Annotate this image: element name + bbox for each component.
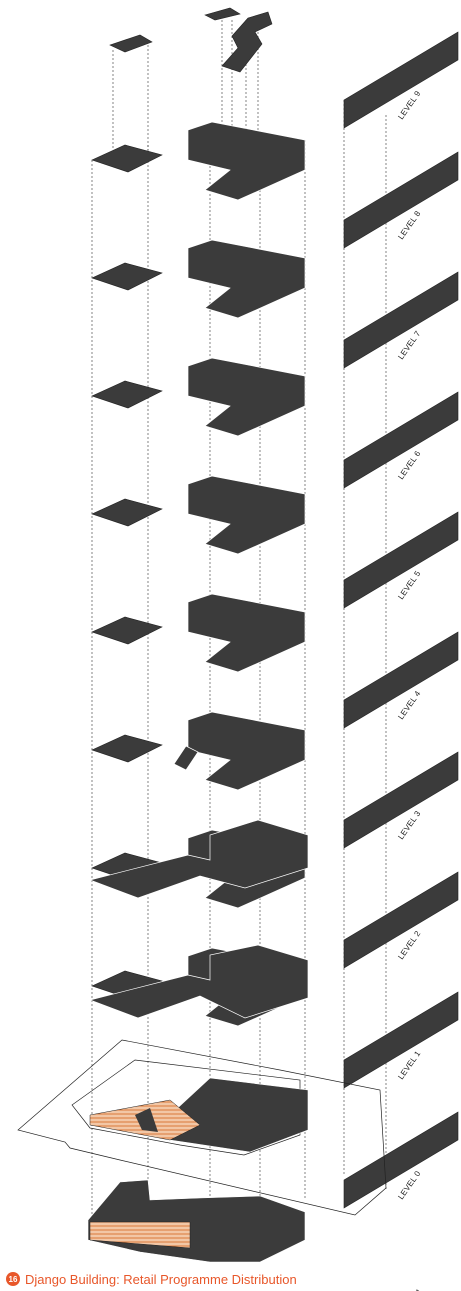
l-floor-plate [188, 122, 305, 200]
ground-floor [18, 1040, 386, 1215]
core-slab [92, 381, 162, 408]
core-slab [92, 263, 162, 290]
core-slab [92, 145, 162, 172]
l-floor-plate [188, 358, 305, 436]
figure-number-badge: 16 [6, 1272, 20, 1286]
core-slab [92, 499, 162, 526]
l-shaped-floor-plates [174, 122, 305, 1026]
level-plates [344, 32, 458, 1208]
roof-elements [110, 8, 272, 72]
core-slab [92, 617, 162, 644]
l-floor-plate [188, 594, 305, 672]
figure-caption: 16 Django Building: Retail Programme Dis… [6, 1270, 406, 1288]
figure-caption-text: Django Building: Retail Programme Distri… [25, 1272, 297, 1287]
l-floor-plate [188, 240, 305, 318]
basement-floor [88, 1180, 305, 1262]
l-floor-plate [188, 476, 305, 554]
core-slab [92, 735, 162, 762]
l-floor-plate [188, 712, 305, 790]
